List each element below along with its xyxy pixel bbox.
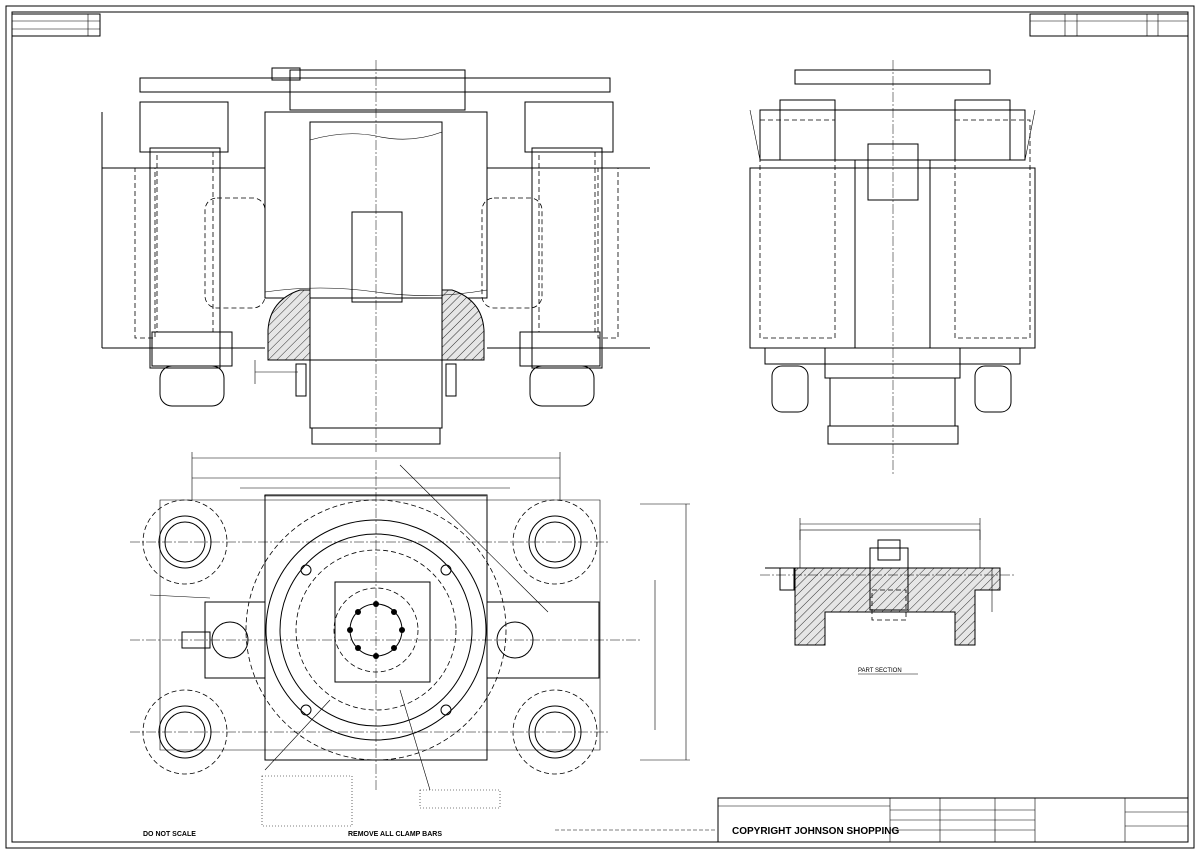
side-elevation-view: [749, 60, 1036, 474]
part-section-label: PART SECTION: [858, 668, 902, 674]
drawing-number-box-top: [11, 13, 101, 37]
part-section-view: PART SECTION: [760, 518, 1015, 675]
remove-clamp-bars-note: REMOVE ALL CLAMP BARS: [348, 831, 442, 838]
bottom-notes: DO NOT SCALE REMOVE ALL CLAMP BARS: [143, 775, 715, 838]
sheet-border: [5, 5, 1195, 849]
plan-view: [130, 452, 690, 791]
do-not-scale-note: DO NOT SCALE: [143, 831, 196, 838]
front-elevation-view: [101, 60, 650, 452]
title-block: COPYRIGHT JOHNSON SHOPPING: [717, 797, 1189, 843]
copyright-text: COPYRIGHT JOHNSON SHOPPING: [732, 826, 899, 837]
revision-block: [1029, 13, 1189, 37]
